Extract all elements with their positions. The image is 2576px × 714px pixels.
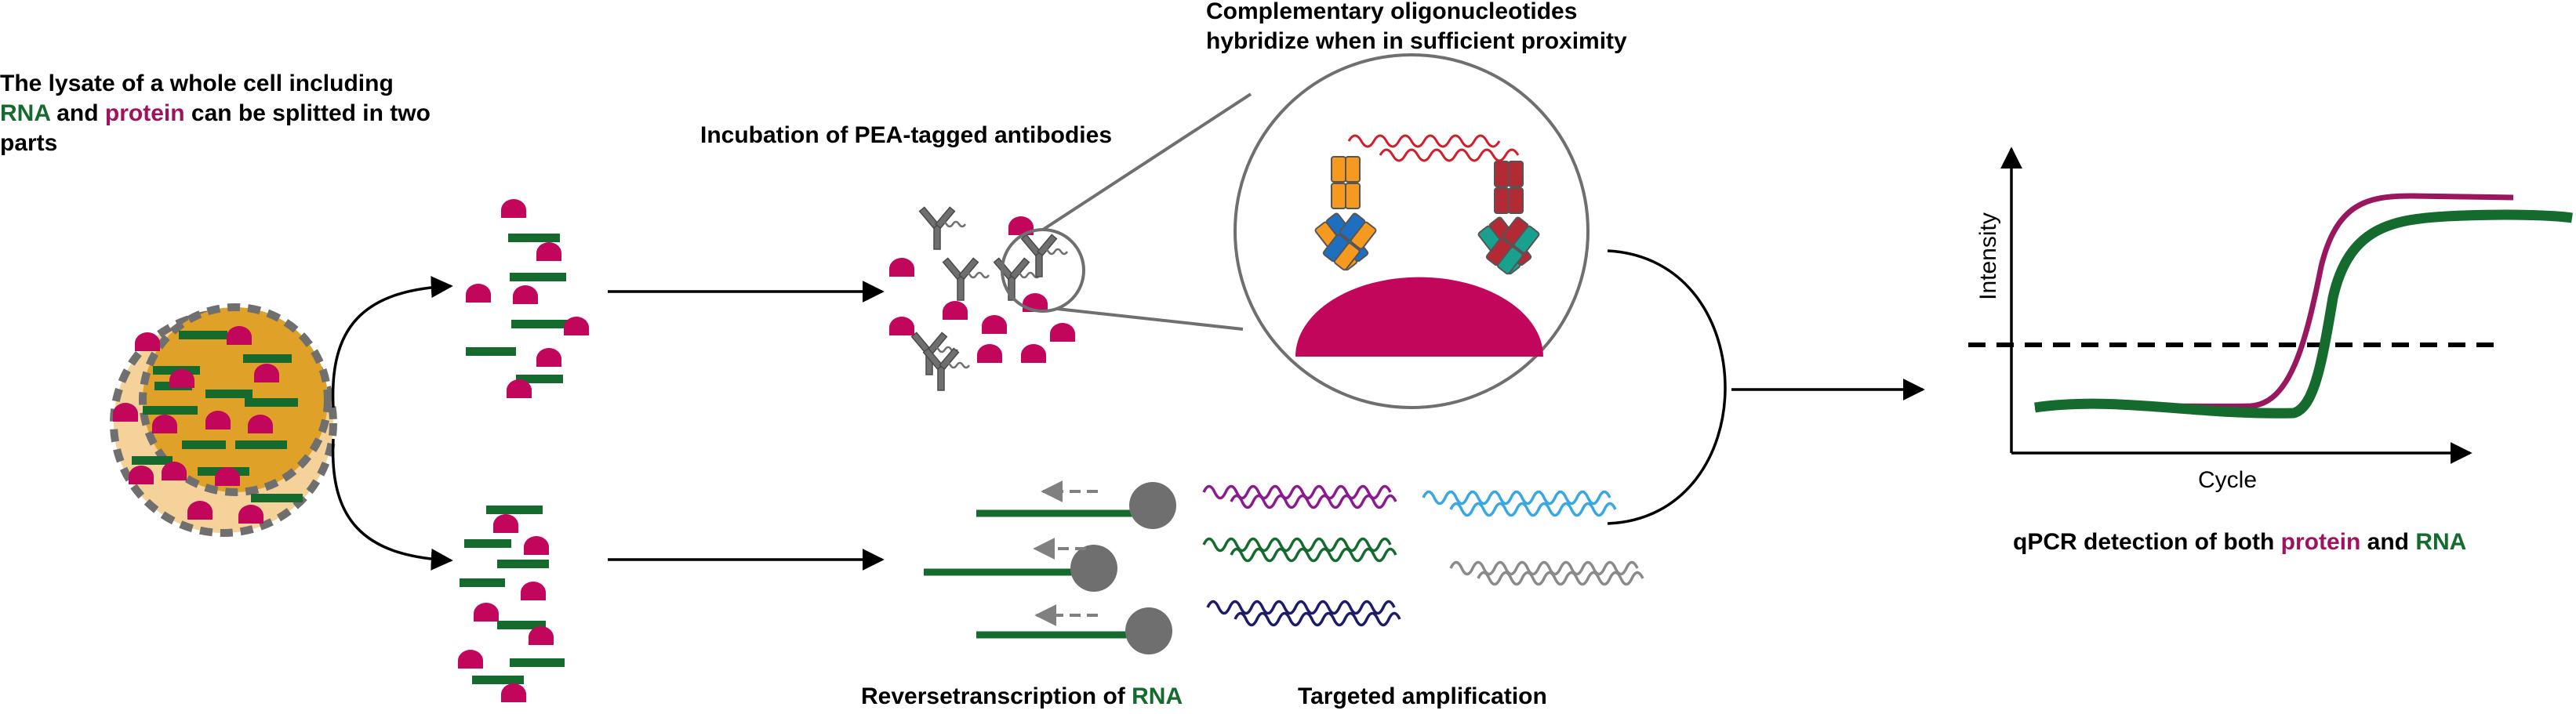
qpcr-label: qPCR detection of both protein and RNA	[2013, 527, 2466, 557]
qpcr-protein-word: protein	[2280, 529, 2361, 555]
protein-curve	[2034, 193, 2514, 411]
lysate-label: The lysate of a whole cell including RNA…	[0, 69, 431, 158]
split-arrow-up	[331, 276, 453, 408]
y-axis-label: Intensity	[1975, 212, 2001, 300]
oligonucleotide-icon	[1347, 134, 1501, 148]
amplified-oligos	[1202, 484, 1644, 627]
lysate-line1: The lysate of a whole cell including	[0, 71, 394, 96]
cell-icon	[110, 303, 337, 537]
incubation-label: Incubation of PEA-tagged antibodies	[700, 122, 1112, 148]
zoom-view	[1234, 53, 1590, 409]
rna-curve	[2034, 209, 2573, 419]
hybridize-line1: Complementary oligonucleotides	[1206, 0, 1578, 24]
qpcr-and: and	[2360, 529, 2416, 555]
reverse-transcription	[924, 480, 1176, 654]
reverse-rna-word: RNA	[1132, 683, 1183, 709]
antibody-red-teal	[1477, 161, 1540, 275]
hybridize-label: Complementary oligonucleotides hybridize…	[1206, 0, 1627, 56]
lysate-split: can be splitted in two	[184, 100, 431, 126]
amplification-label: Targeted amplification	[1298, 683, 1547, 709]
split-arrow-down	[331, 438, 453, 571]
reverse-transcription-label: Reversetranscription of RNA	[861, 682, 1183, 712]
lysate-and: and	[49, 100, 105, 126]
bottom-fragment-column	[458, 506, 565, 702]
qpcr-plot	[1968, 147, 2573, 464]
reverse-text: Reversetranscription of	[861, 683, 1132, 709]
hybridize-line2: hybridize when in sufficient proximity	[1206, 28, 1627, 54]
top-fragment-column	[466, 199, 589, 398]
lysate-line2: RNA and protein can be splitted in two	[0, 99, 431, 129]
lysate-protein-word: protein	[104, 100, 185, 126]
lysate-rna-word: RNA	[0, 100, 50, 126]
qpcr-text: qPCR detection of both	[2013, 529, 2281, 555]
qpcr-rna-word: RNA	[2415, 529, 2467, 555]
lysate-line3: parts	[0, 130, 58, 156]
incubation-cluster	[889, 92, 1252, 392]
antibody-orange-blue	[1314, 156, 1377, 271]
merge-bracket	[1607, 249, 1727, 525]
zoom-protein	[1295, 277, 1543, 357]
x-axis-label: Cycle	[2198, 467, 2258, 493]
